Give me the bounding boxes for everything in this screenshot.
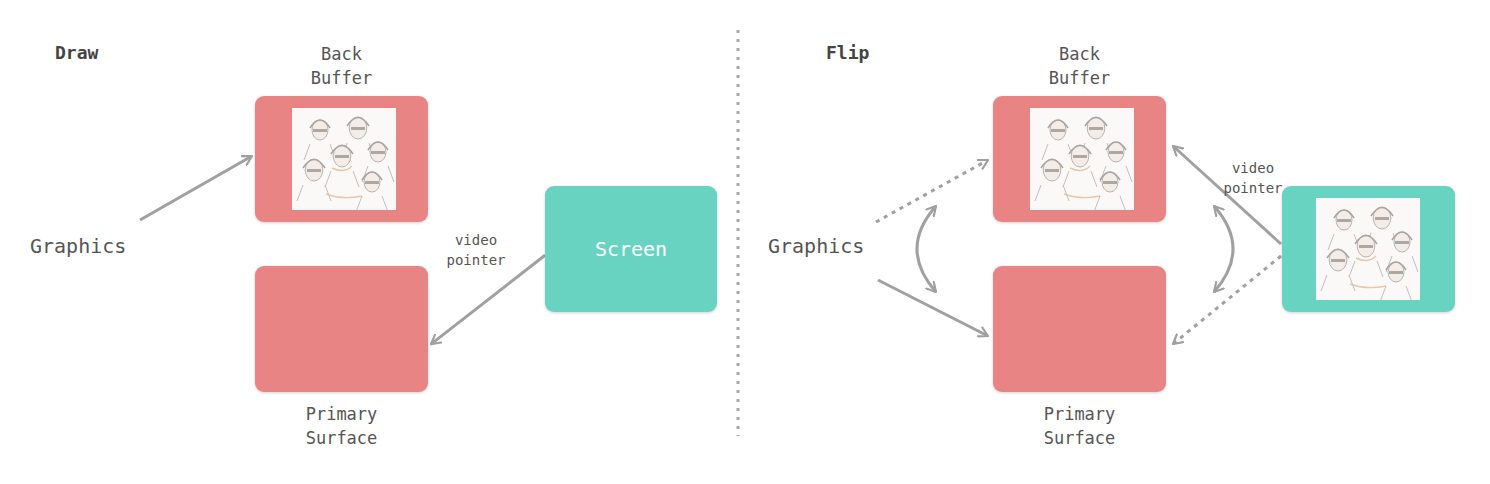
panel-title: Flip [826,42,869,63]
primary-surface-box: Primary Surface [255,266,428,392]
screen-box: Screen [545,186,717,312]
graphics-arrow [140,156,252,220]
swap-arrow [1214,206,1233,292]
screen-box [1282,186,1455,312]
band-illustration [292,108,396,210]
graphics-label: Graphics [30,234,126,258]
pointer-label: video pointer [1215,158,1291,198]
back-buffer-box: Back Buffer [255,96,428,222]
video-pointer-arrow-dotted [1173,256,1281,344]
panel-title: Draw [55,42,98,63]
connector [431,255,545,344]
box-heading: Back Buffer [294,42,390,90]
screen-label: Screen [595,237,667,261]
divider [737,30,740,436]
swap-arrow [917,206,936,292]
box-heading: Primary Surface [294,402,390,450]
band-illustration [1030,108,1134,210]
box-heading: Primary Surface [1032,402,1128,450]
pointer-label: video pointer [438,230,514,270]
graphics-label: Graphics [768,234,864,258]
primary-surface-box: Primary Surface [993,266,1166,392]
box-heading: Back Buffer [1032,42,1128,90]
band-illustration [1316,198,1420,300]
back-buffer-box: Back Buffer [993,96,1166,222]
